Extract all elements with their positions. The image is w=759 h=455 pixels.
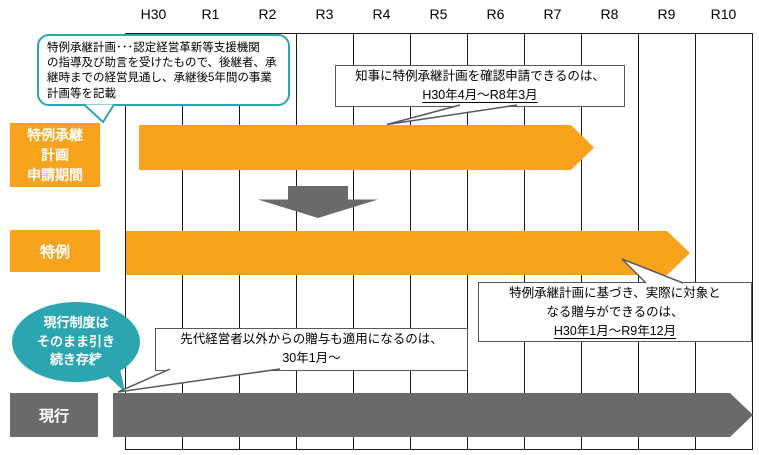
callout-other-donor-tail (117, 368, 281, 393)
row-label-genko: 現行 (10, 393, 98, 437)
axis-label-R4: R4 (372, 6, 391, 22)
callout-application-period-range: H30年4月～R8年3月 (422, 87, 538, 102)
axis-label-R5: R5 (429, 6, 448, 22)
bubble-current-system: 現行制度は そのまま引き 続き存続 (12, 302, 140, 382)
callout-gift-target: 特例承継計画に基づき、実際に対象と なる贈与ができるのは、 H30年1月～R9年… (478, 282, 752, 342)
axis-label-H30: H30 (140, 6, 167, 22)
callout-gift-target-text: 特例承継計画に基づき、実際に対象と なる贈与ができるのは、 (509, 286, 721, 319)
row-label-tokurei: 特例 (10, 230, 100, 272)
callout-other-donor: 先代経営者以外からの贈与も適用になるのは、 30年1月～ (155, 328, 468, 371)
axis-label-R6: R6 (486, 6, 505, 22)
callout-gift-target-range: H30年1月～R9年12月 (553, 323, 677, 338)
axis-label-R7: R7 (543, 6, 562, 22)
callout-application-period-tail (386, 104, 518, 126)
grid-bottom-line (125, 449, 753, 450)
callout-application-period-text: 知事に特例承継計画を確認申請できるのは、 (355, 69, 605, 83)
grid-line (125, 33, 126, 450)
callout-plan-note-tail (83, 103, 115, 124)
grid-top-line (125, 33, 753, 34)
row-label-plan-application: 特例承継 計画 申請期間 (10, 123, 100, 187)
grid-line (695, 33, 696, 450)
callout-plan-note: 特例承継計画･･･認定経営革新等支援機関 の指導及び助言を受けたもので、後継者、… (37, 34, 290, 106)
axis-label-R10: R10 (710, 6, 737, 22)
axis-label-R2: R2 (258, 6, 277, 22)
axis-label-R3: R3 (315, 6, 334, 22)
callout-application-period: 知事に特例承継計画を確認申請できるのは、 H30年4月～R8年3月 (335, 65, 625, 107)
down-arrow-icon (258, 186, 378, 218)
axis-label-R1: R1 (201, 6, 220, 22)
tokurei-period-bar (126, 231, 690, 275)
genko-period-bar (113, 393, 753, 437)
axis-label-R8: R8 (600, 6, 619, 22)
axis-label-R9: R9 (657, 6, 676, 22)
plan-application-period-bar (139, 125, 594, 170)
grid-line (752, 33, 753, 450)
